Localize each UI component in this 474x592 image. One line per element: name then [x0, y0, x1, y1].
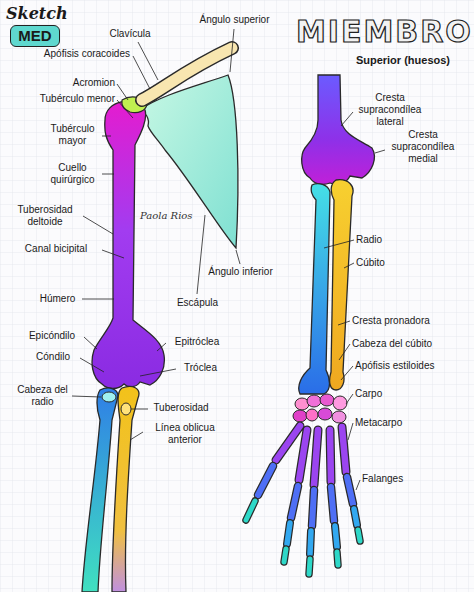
bone-label: Cresta supracondílea lateral — [355, 92, 425, 128]
logo-text: MED — [10, 25, 60, 47]
proximal-phalanx — [258, 466, 353, 526]
carpal-bone — [333, 396, 347, 410]
bone-label: Metacarpo — [355, 417, 425, 429]
carpal-bone — [306, 409, 318, 421]
phalanx-outline — [258, 466, 353, 526]
page-title: MIEMBRO — [296, 14, 473, 49]
bone-label: Cresta pronadora — [352, 315, 452, 327]
signature: Paola Rios — [140, 210, 195, 222]
clavicle-outline — [142, 48, 232, 100]
bone-label: Cabeza del radio — [15, 384, 70, 408]
bone-label: Tubérculo menor — [25, 93, 115, 105]
carpal-bone — [293, 410, 307, 422]
leader-line — [84, 337, 97, 349]
leader-line — [236, 250, 240, 264]
bone-label: Falanges — [362, 473, 422, 485]
logo-text: Sketch — [6, 4, 76, 23]
leader-line — [102, 136, 111, 137]
leader-line — [130, 432, 143, 440]
leader-line — [138, 42, 158, 80]
bone-label: Cabeza del cúbito — [352, 338, 457, 350]
bone-label: Húmero — [35, 293, 80, 305]
phalanx-outline — [246, 501, 360, 574]
carpal-bone — [318, 408, 332, 420]
metacarpal-bone — [276, 426, 346, 485]
bone-label: Tubérculo mayor — [45, 123, 100, 147]
bone-label: Epitróclea — [168, 336, 226, 348]
bone-label: Tuberosidad deltoide — [10, 204, 80, 228]
leader-line — [102, 250, 124, 258]
carpal-bone — [332, 411, 346, 423]
leader-line — [197, 215, 205, 294]
leader-line — [338, 321, 350, 325]
ulna-shape — [112, 386, 139, 592]
clavicle-shape — [142, 48, 232, 100]
carpal-bone — [307, 395, 321, 407]
bone-label: Escápula — [170, 297, 225, 309]
carpal-bone — [320, 394, 334, 406]
hand-bones — [246, 426, 360, 574]
leader-line — [344, 263, 354, 268]
leader-line — [83, 216, 113, 234]
bone-label: Canal bicipital — [12, 243, 100, 255]
leader-line — [339, 344, 350, 360]
bone-label: Radio — [356, 234, 406, 246]
tuberosity-shape — [121, 403, 131, 415]
phalanx-outline — [287, 509, 357, 554]
bone-label: Acromion — [55, 77, 115, 89]
scapula-shape — [140, 75, 238, 248]
bone-label: Cuello quirúrgico — [45, 162, 100, 186]
humerus-shape — [92, 101, 164, 388]
bone-label: Ángulo inferior — [198, 266, 283, 278]
page-subtitle: Superior (huesos) — [330, 54, 450, 67]
middle-phalanx — [287, 509, 357, 554]
ulna-shape — [330, 180, 353, 390]
leader-line — [131, 409, 148, 410]
radial-head-shape — [102, 392, 116, 402]
leader-line — [230, 29, 234, 72]
leader-line — [133, 56, 150, 89]
bone-label: Clavícula — [100, 28, 160, 40]
leader-line — [117, 84, 128, 100]
leader-line — [346, 394, 353, 404]
leader-line — [348, 423, 353, 440]
bone-label: Cresta supracondílea medial — [388, 129, 458, 165]
leader-line — [157, 343, 166, 351]
bone-label: Ángulo superior — [192, 14, 277, 26]
leader-line — [72, 396, 101, 397]
bone-label: Epicóndilo — [22, 330, 82, 342]
leader-line — [375, 150, 385, 153]
bone-label: Carpo — [355, 388, 405, 400]
bone-label: Apófisis coracoides — [30, 48, 130, 60]
carpal-bones — [293, 394, 347, 423]
humerus-shape — [302, 75, 375, 184]
leader-line — [324, 240, 354, 248]
radius-shape — [299, 184, 330, 394]
distal-phalanx — [246, 501, 360, 574]
leader-line — [356, 480, 360, 490]
metacarpal-outline — [276, 426, 346, 485]
leader-line — [117, 100, 133, 118]
leader-line — [82, 299, 114, 300]
bone-label: Tuberosidad — [150, 402, 212, 414]
bone-label: Cóndilo — [28, 351, 78, 363]
bone-label: Tróclea — [178, 362, 223, 374]
bone-label: Cúbito — [356, 257, 406, 269]
bone-label: Línea oblicua anterior — [145, 422, 225, 446]
leader-line — [80, 358, 104, 372]
leader-line — [341, 366, 353, 380]
leader-line — [102, 174, 114, 175]
bone-label: Apófisis estiloides — [355, 360, 463, 372]
leader-line — [341, 112, 353, 126]
leader-line — [140, 369, 176, 376]
leader-lines — [72, 29, 385, 490]
